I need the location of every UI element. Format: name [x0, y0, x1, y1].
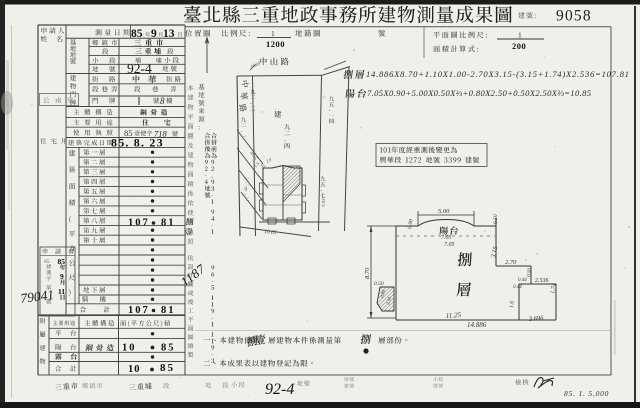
svg-text:10.05: 10.05 — [264, 229, 277, 236]
svg-text:0.50: 0.50 — [527, 268, 533, 278]
svg-text:85: 85 — [161, 343, 176, 354]
svg-text:7.05: 7.05 — [444, 242, 455, 248]
svg-text:81: 81 — [161, 218, 176, 229]
svg-text:0.80: 0.80 — [379, 289, 386, 299]
svg-text:85: 85 — [58, 257, 66, 266]
svg-text:718: 718 — [154, 129, 168, 139]
svg-text:85. 1. 5,000: 85. 1. 5,000 — [564, 389, 609, 398]
svg-text:9: 9 — [151, 28, 157, 40]
svg-text:16.05: 16.05 — [250, 61, 262, 69]
svg-text:0.50: 0.50 — [493, 214, 499, 224]
svg-text:1.5: 1.5 — [253, 161, 261, 169]
svg-text:85: 85 — [160, 362, 175, 374]
svg-text:10: 10 — [128, 364, 141, 375]
svg-text:8: 8 — [160, 96, 165, 106]
svg-text:92-4: 92-4 — [265, 381, 294, 398]
svg-text:6.03: 6.03 — [322, 198, 328, 207]
svg-text:200: 200 — [512, 41, 526, 51]
svg-text:0.90: 0.90 — [407, 219, 415, 230]
svg-text:3.15: 3.15 — [490, 245, 500, 259]
svg-text:85: 85 — [131, 28, 143, 40]
svg-text:85: 85 — [44, 259, 50, 265]
svg-text:14.886X8.70+1.10X1.00-2.70X3.1: 14.886X8.70+1.10X1.00-2.70X3.15-(3.15+1.… — [366, 69, 630, 79]
svg-text:85. 8. 23: 85. 8. 23 — [111, 136, 164, 150]
svg-text:0.50: 0.50 — [374, 281, 384, 287]
svg-text:2.50: 2.50 — [385, 296, 392, 306]
svg-text:79041: 79041 — [20, 287, 55, 306]
svg-text:9058: 9058 — [556, 8, 592, 25]
svg-text:11.25: 11.25 — [446, 311, 462, 320]
svg-text:85: 85 — [124, 128, 133, 138]
svg-text:0.44: 0.44 — [518, 278, 527, 283]
svg-text:13: 13 — [163, 28, 175, 40]
svg-text:5.00: 5.00 — [438, 208, 450, 215]
svg-text:81: 81 — [161, 305, 176, 316]
svg-text:0.44: 0.44 — [513, 285, 522, 290]
svg-text:10: 10 — [122, 343, 137, 354]
svg-text:1200: 1200 — [266, 39, 285, 49]
svg-text:9: 9 — [60, 272, 64, 281]
svg-text:2.70: 2.70 — [505, 259, 517, 266]
svg-text:7.05X0.90+5.00X0.50X⅔+0.80X2.5: 7.05X0.90+5.00X0.50X⅔+0.80X2.50+0.50X2.5… — [367, 88, 592, 98]
svg-text:1.6: 1.6 — [509, 301, 516, 309]
svg-text:11: 11 — [58, 287, 65, 296]
svg-text:7.05: 7.05 — [441, 235, 452, 241]
svg-text:14.886: 14.886 — [467, 321, 487, 329]
svg-text:1.74: 1.74 — [549, 283, 558, 295]
svg-text:2.0: 2.0 — [265, 156, 273, 164]
svg-text:107: 107 — [128, 218, 150, 229]
svg-text:107: 107 — [128, 305, 150, 316]
svg-text:92-4: 92-4 — [127, 61, 152, 76]
svg-text:1: 1 — [271, 29, 275, 38]
svg-text:3.696: 3.696 — [528, 315, 545, 323]
svg-text:8.70: 8.70 — [364, 267, 371, 279]
svg-text:2.536: 2.536 — [535, 278, 549, 284]
svg-text:1: 1 — [518, 31, 522, 40]
